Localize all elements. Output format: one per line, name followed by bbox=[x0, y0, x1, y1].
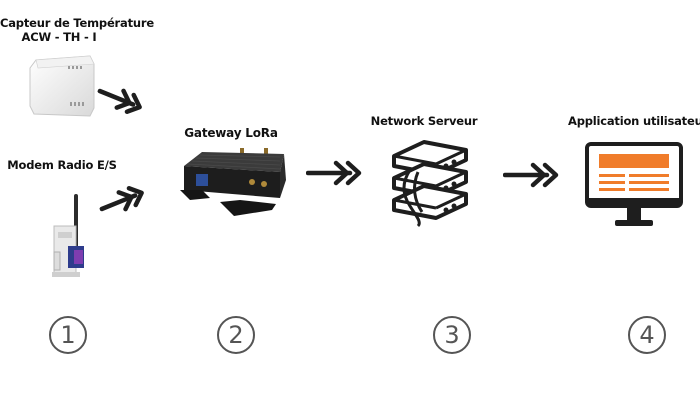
step-2-badge: 2 bbox=[217, 316, 255, 354]
application-label: Application utilisateur bbox=[568, 114, 700, 128]
lora-gateway-icon bbox=[180, 146, 292, 218]
radio-modem-icon bbox=[52, 192, 104, 278]
double-chevron-arrow-icon bbox=[95, 179, 152, 221]
sensor-label-line1: Capteur de Température bbox=[0, 16, 154, 30]
double-chevron-arrow-icon bbox=[93, 79, 150, 121]
double-chevron-arrow-icon bbox=[306, 160, 366, 186]
network-server-label: Network Serveur bbox=[370, 114, 478, 128]
gateway-label: Gateway LoRa bbox=[184, 126, 278, 140]
temperature-sensor-icon bbox=[28, 54, 96, 118]
double-chevron-arrow-icon bbox=[503, 162, 563, 188]
modem-label: Modem Radio E/S bbox=[7, 158, 117, 172]
step-4-badge: 4 bbox=[628, 316, 666, 354]
sensor-label-line2: ACW - TH - I bbox=[21, 30, 97, 44]
step-1-badge: 1 bbox=[49, 316, 87, 354]
server-rack-icon bbox=[388, 138, 472, 228]
step-3-badge: 3 bbox=[433, 316, 471, 354]
monitor-app-icon bbox=[585, 142, 685, 230]
sensor-label: Capteur de Température ACW - TH - I bbox=[0, 16, 154, 44]
